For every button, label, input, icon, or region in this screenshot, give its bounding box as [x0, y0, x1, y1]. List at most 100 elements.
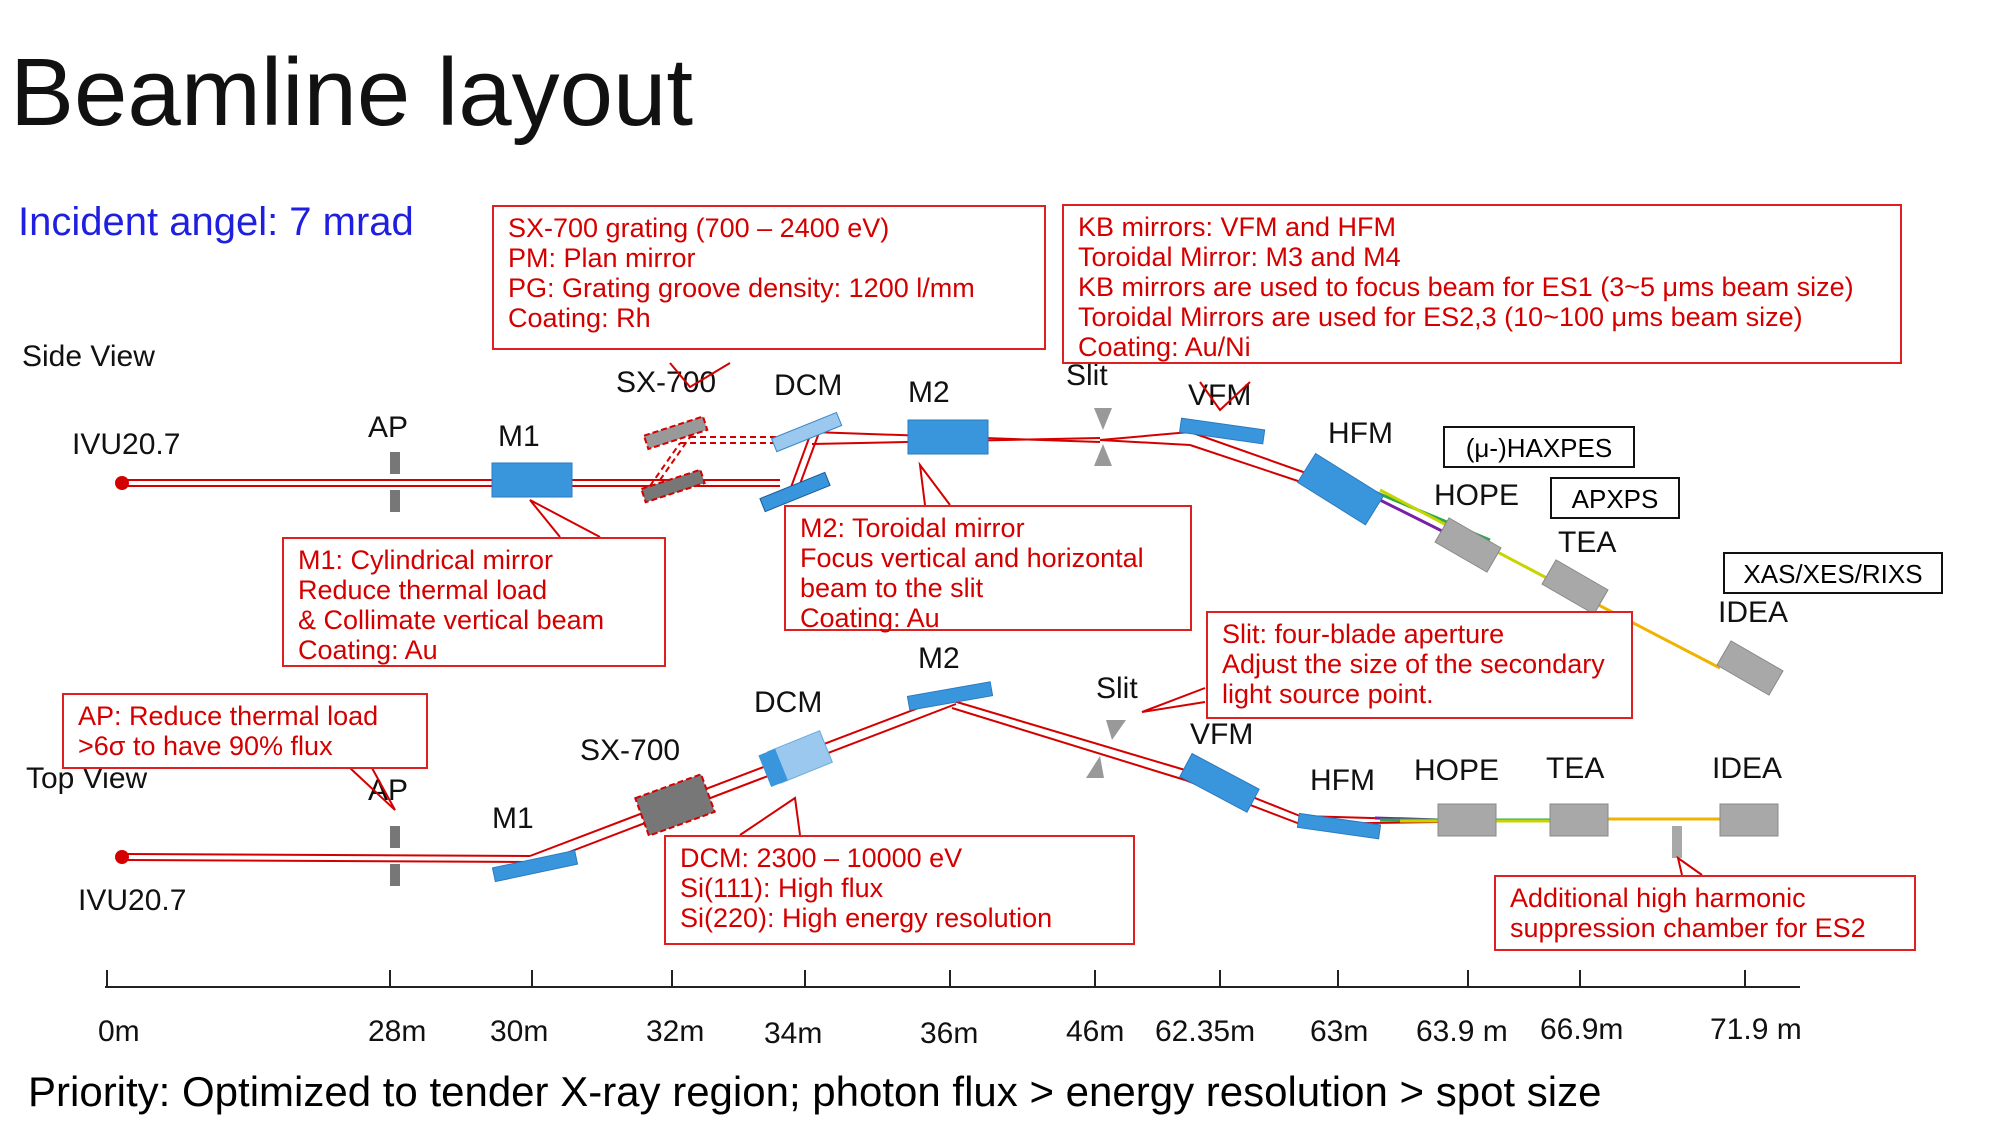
axis-tick-label: 0m: [98, 1015, 140, 1048]
callout-line: M2: Toroidal mirror: [800, 513, 1025, 543]
top-slit-label: Slit: [1096, 672, 1138, 705]
top-ap-blade-top: [390, 826, 400, 848]
top-hope-chamber: [1437, 803, 1497, 837]
side-m2-mirror: [907, 419, 989, 455]
side-dcm-crystal-1: [770, 411, 843, 453]
callout-line: beam to the slit: [800, 573, 984, 603]
endstation-apxps: APXPS: [1550, 477, 1680, 519]
top-slit-blade-bottom: [1086, 756, 1104, 778]
callout-line: SX-700 grating (700 – 2400 eV): [508, 213, 890, 243]
callout-line: Additional high harmonic: [1510, 883, 1806, 913]
callout-line: Adjust the size of the secondary: [1222, 649, 1605, 679]
top-m1-label: M1: [492, 802, 534, 835]
top-source-label: IVU20.7: [78, 884, 186, 917]
side-hfm-mirror: [1296, 452, 1385, 526]
side-slit-label: Slit: [1066, 359, 1108, 392]
axis-tick-label: 32m: [646, 1015, 704, 1048]
callout-line: >6σ to have 90% flux: [78, 731, 333, 761]
side-m2-label: M2: [908, 376, 950, 409]
top-dcm-label: DCM: [754, 686, 822, 719]
top-ap-blade-bottom: [390, 864, 400, 886]
top-m2-label: M2: [918, 642, 960, 675]
top-idea-label: IDEA: [1712, 752, 1782, 785]
top-view-diagram: IVU20.7 AP M1 SX-700 DCM M2 Slit VFM HFM…: [78, 642, 1782, 917]
side-ap-label: AP: [368, 411, 408, 444]
callout-line: Toroidal Mirror: M3 and M4: [1078, 242, 1401, 272]
callout-line: KB mirrors: VFM and HFM: [1078, 212, 1397, 242]
callout-line: light source point.: [1222, 679, 1434, 709]
side-view-label: Side View: [22, 340, 155, 373]
top-m1-mirror: [491, 849, 579, 883]
side-ap-blade-bottom: [390, 490, 400, 512]
side-dcm-label: DCM: [774, 369, 842, 402]
axis-tick-label: 46m: [1066, 1015, 1124, 1048]
top-hfm-label: HFM: [1310, 764, 1375, 797]
top-harmonic-chamber: [1672, 826, 1682, 858]
callout-line: Coating: Au: [800, 603, 940, 633]
callout-line: Toroidal Mirrors are used for ES2,3 (10~…: [1078, 302, 1803, 332]
axis-tick-label: 34m: [764, 1017, 822, 1050]
callout-line: M1: Cylindrical mirror: [298, 545, 554, 575]
callout-line: PM: Plan mirror: [508, 243, 696, 273]
axis-tick-label: 71.9 m: [1710, 1013, 1802, 1046]
slit-callout: Slit: four-blade aperture Adjust the siz…: [1206, 611, 1633, 719]
side-hope-label: HOPE: [1434, 479, 1519, 512]
axis-tick-label: 62.35m: [1155, 1015, 1255, 1048]
side-sx700-label: SX-700: [616, 366, 716, 399]
side-view-diagram: IVU20.7 AP M1 SX-700 DCM M2 Slit VFM HFM…: [72, 359, 1788, 696]
incident-angle-subtitle: Incident angel: 7 mrad: [18, 200, 414, 244]
axis-tick-label: 36m: [920, 1017, 978, 1050]
side-hope-chamber: [1434, 517, 1502, 573]
side-idea-chamber: [1716, 640, 1784, 696]
top-sx700-chamber: [633, 772, 717, 838]
callout-line: Coating: Rh: [508, 303, 651, 333]
callout-line: Focus vertical and horizontal: [800, 543, 1144, 573]
side-sx700-grating: [642, 415, 709, 451]
top-hope-label: HOPE: [1414, 754, 1499, 787]
kb-mirrors-callout: KB mirrors: VFM and HFM Toroidal Mirror:…: [1062, 204, 1902, 364]
axis-tick-label: 63m: [1310, 1015, 1368, 1048]
side-slit-blade-bottom: [1094, 444, 1112, 466]
top-m2-mirror: [906, 681, 994, 711]
callout-line: & Collimate vertical beam: [298, 605, 605, 635]
side-ap-blade-top: [390, 452, 400, 474]
side-sx700-mirror: [640, 468, 706, 504]
side-source-label: IVU20.7: [72, 428, 180, 461]
page-title: Beamline layout: [10, 39, 694, 146]
callout-line: Coating: Au: [298, 635, 438, 665]
endstation-xas-xes-rixs: XAS/XES/RIXS: [1723, 552, 1943, 594]
axis-tick-label: 63.9 m: [1416, 1015, 1508, 1048]
callout-pointers: [349, 362, 1703, 876]
side-m1-mirror: [491, 462, 573, 498]
dcm-callout: DCM: 2300 – 10000 eV Si(111): High flux …: [664, 835, 1135, 945]
axis-tick-label: 28m: [368, 1015, 426, 1048]
callout-line: AP: Reduce thermal load: [78, 701, 379, 731]
side-tea-label: TEA: [1558, 526, 1616, 559]
side-source-point: [115, 476, 129, 490]
side-idea-label: IDEA: [1718, 596, 1788, 629]
axis-tick-label: 66.9m: [1540, 1013, 1623, 1046]
top-hfm-mirror: [1296, 812, 1382, 840]
callout-line: Coating: Au/Ni: [1078, 332, 1251, 362]
m2-callout: M2: Toroidal mirror Focus vertical and h…: [784, 505, 1192, 633]
top-sx700-label: SX-700: [580, 734, 680, 767]
side-vfm-label: VFM: [1188, 379, 1251, 412]
sx700-callout: SX-700 grating (700 – 2400 eV) PM: Plan …: [492, 205, 1046, 350]
side-hfm-label: HFM: [1328, 417, 1393, 450]
top-slit-blade-top: [1106, 720, 1126, 740]
top-vfm-mirror: [1179, 752, 1260, 813]
side-tea-chamber: [1541, 559, 1609, 615]
top-dcm-chamber: [758, 730, 833, 787]
top-source-point: [115, 850, 129, 864]
ap-callout: AP: Reduce thermal load >6σ to have 90% …: [62, 693, 428, 769]
top-tea-chamber: [1549, 803, 1609, 837]
priority-statement: Priority: Optimized to tender X-ray regi…: [28, 1068, 1602, 1115]
callout-line: PG: Grating groove density: 1200 l/mm: [508, 273, 975, 303]
side-vfm-mirror: [1179, 417, 1266, 445]
callout-line: suppression chamber for ES2: [1510, 913, 1866, 943]
callout-line: Slit: four-blade aperture: [1222, 619, 1505, 649]
top-tea-label: TEA: [1546, 752, 1604, 785]
top-vfm-label: VFM: [1190, 718, 1253, 751]
